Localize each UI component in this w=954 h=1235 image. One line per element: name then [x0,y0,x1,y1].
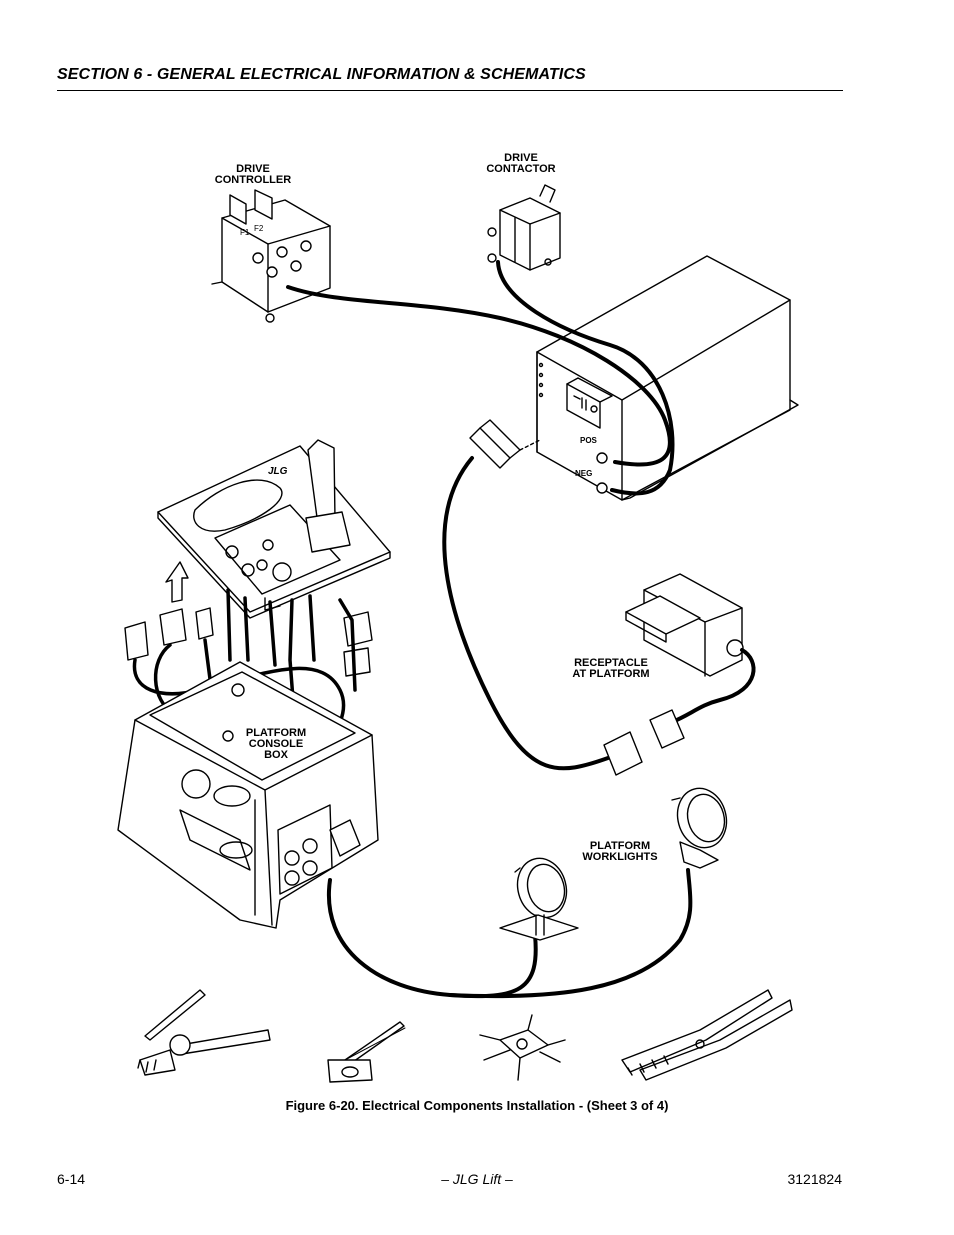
section-header-title: SECTION 6 - GENERAL ELECTRICAL INFORMATI… [57,66,586,83]
power-cables [286,260,675,496]
f1-terminal-label: F1 [240,228,250,237]
receptacle-lead [670,648,756,724]
pos-terminal-label: POS [580,436,598,445]
pin-insertion-tool [479,1014,566,1081]
f2-terminal-label: F2 [254,224,264,233]
page-number: 6-14 [57,1171,86,1187]
ground-control-box-drawing [536,255,799,501]
worklight-right-drawing [671,787,728,869]
crimping-pliers [621,989,793,1081]
platform-receptacle-drawing [625,573,744,677]
installation-arrow [165,561,189,603]
crimp-tool-left [137,989,271,1076]
document-number: 3121824 [787,1171,842,1187]
platform-console-box-drawing [117,661,379,929]
platform-control-panel-drawing [157,439,391,619]
figure-caption: Figure 6-20. Electrical Components Insta… [285,1098,669,1113]
receptacle-cable [442,456,610,771]
worklight-cables [326,868,693,999]
footer-brand: – JLG Lift – [441,1171,513,1187]
pin-extraction-tool [327,1021,406,1083]
platform-power-plug [469,419,541,469]
neg-terminal-label: NEG [575,469,592,478]
drive-contactor-drawing [487,184,561,271]
worklight-left-drawing [499,857,579,941]
drive-controller-drawing [211,189,331,323]
jlg-logo-text: JLG [268,466,288,477]
inline-connector [603,709,685,776]
header-rule [57,90,843,91]
